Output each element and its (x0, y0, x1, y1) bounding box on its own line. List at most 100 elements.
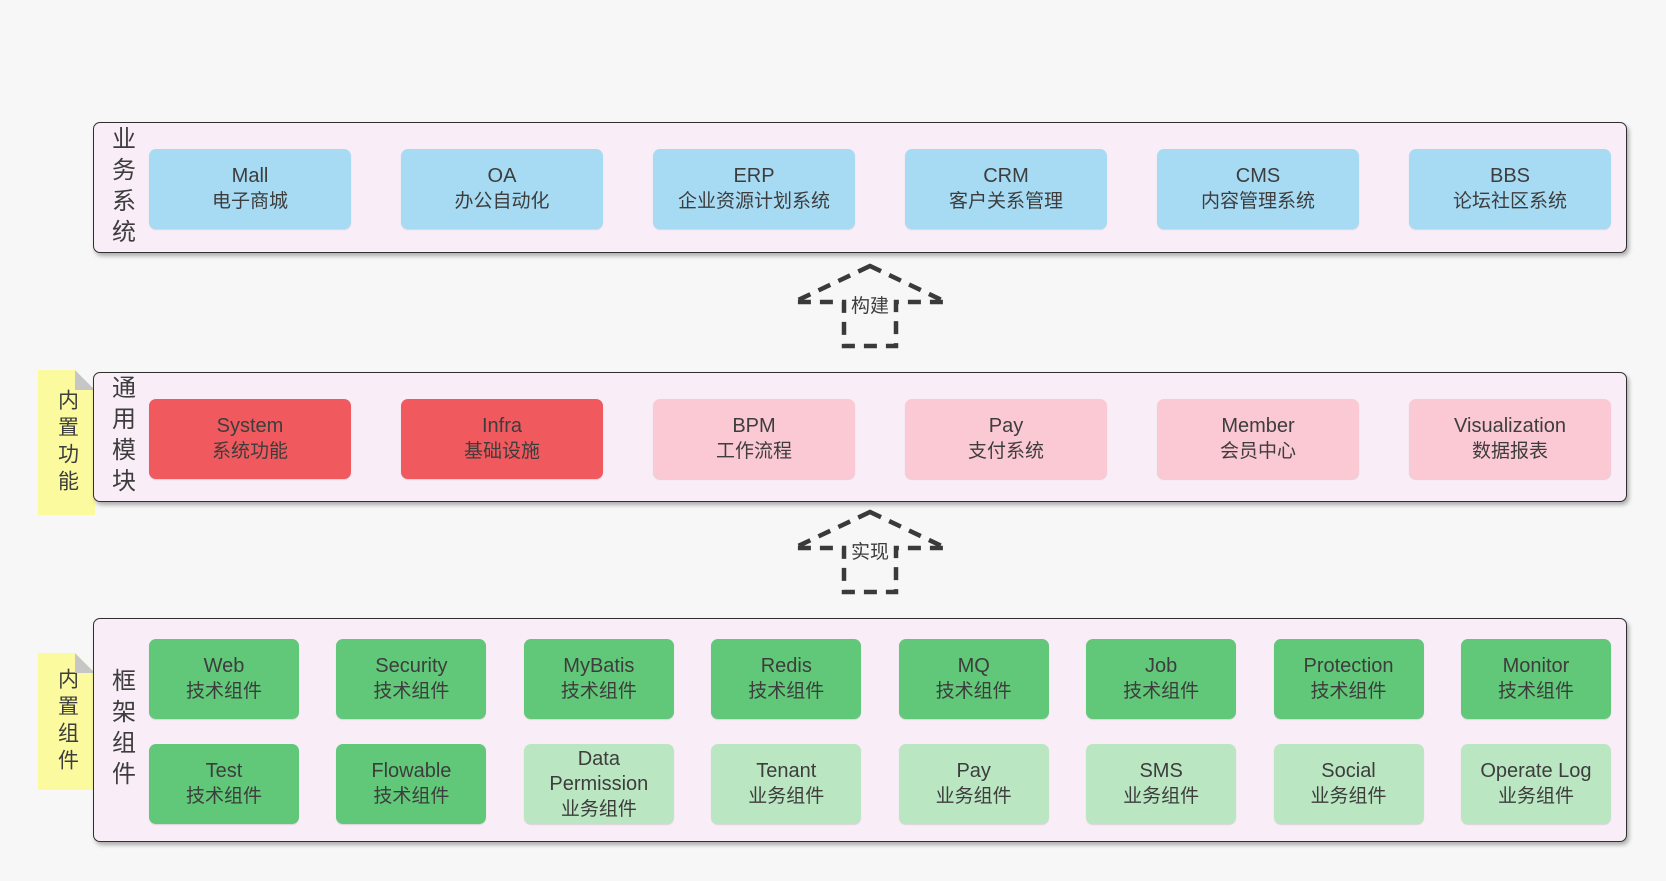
box-name: MyBatis (563, 655, 635, 677)
box-name: CMS (1235, 165, 1281, 187)
box-desc: 数据报表 (1471, 441, 1548, 462)
box-sms: SMS 业务组件 (1086, 744, 1237, 824)
sticky-fold-icon (75, 653, 95, 673)
box-desc: 论坛社区系统 (1452, 191, 1567, 212)
box-desc: 客户关系管理 (948, 191, 1063, 212)
box-desc: 办公自动化 (454, 191, 550, 212)
box-desc: 基础设施 (463, 441, 540, 462)
up-arrow-icon (793, 263, 947, 349)
box-desc: 电子商城 (211, 191, 288, 212)
box-desc: 业务组件 (560, 798, 637, 820)
box-name: BBS (1489, 165, 1531, 187)
box-name: Tenant (756, 760, 817, 782)
box-tenant: Tenant 业务组件 (711, 744, 862, 824)
box-name: Protection (1303, 655, 1394, 677)
box-bbs: BBS 论坛社区系统 (1409, 149, 1611, 229)
box-monitor: Monitor 技术组件 (1460, 639, 1611, 719)
box-cms: CMS 内容管理系统 (1157, 149, 1359, 229)
box-desc: 技术组件 (1310, 681, 1387, 702)
box-desc: 技术组件 (748, 681, 825, 702)
box-name: Social (1321, 760, 1376, 782)
arrow-implement: 实现 (782, 508, 958, 596)
box-name: System (216, 415, 284, 437)
box-desc: 技术组件 (373, 681, 450, 702)
up-arrow-icon (793, 509, 947, 595)
box-security: Security 技术组件 (336, 639, 487, 719)
box-bpm: BPM 工作流程 (653, 399, 855, 479)
panel-side-label: 通用模块 (107, 375, 135, 499)
box-name: Web (203, 655, 245, 677)
box-name: Visualization (1454, 415, 1566, 437)
box-erp: ERP 企业资源计划系统 (653, 149, 855, 229)
box-desc: 系统功能 (211, 441, 288, 462)
sticky-note-label: 内置功能 (55, 388, 79, 497)
box-desc: 业务组件 (748, 786, 825, 807)
box-social: Social 业务组件 (1273, 744, 1424, 824)
box-job: Job 技术组件 (1086, 639, 1237, 719)
box-name: CRM (983, 165, 1029, 187)
box-flowable: Flowable 技术组件 (336, 744, 487, 824)
arrow-build-label: 构建 (846, 290, 894, 319)
box-name: Monitor (1502, 655, 1570, 677)
box-name: BPM (732, 415, 776, 437)
box-name: OA (487, 165, 517, 187)
arrow-implement-label: 实现 (846, 536, 894, 565)
box-pay: Pay 业务组件 (898, 744, 1049, 824)
box-infra: Infra 基础设施 (401, 399, 603, 479)
sticky-note-label: 内置组件 (55, 667, 79, 776)
box-data-permission: Data Permission 业务组件 (523, 744, 674, 824)
panel-side-label: 框架组件 (107, 668, 135, 792)
box-name: Flowable (371, 760, 452, 782)
box-desc: 技术组件 (185, 681, 262, 702)
box-name: Member (1221, 415, 1295, 437)
sticky-note-builtin-components: 内置组件 (38, 653, 95, 790)
box-desc: 内容管理系统 (1200, 191, 1315, 212)
box-name: Redis (760, 655, 812, 677)
box-web: Web 技术组件 (149, 639, 299, 719)
box-desc: 技术组件 (560, 681, 637, 702)
box-desc: 业务组件 (1310, 786, 1387, 807)
box-name: Test (205, 760, 243, 782)
box-name: ERP (733, 165, 775, 187)
box-operate-log: Operate Log 业务组件 (1460, 744, 1611, 824)
box-name: Pay (956, 760, 991, 782)
panel-row: Mall 电子商城 OA 办公自动化 ERP 企业资源计划系统 CRM 客户关系管理 CMS 内容… (149, 149, 1611, 229)
box-name: Security (375, 655, 448, 677)
box-name: SMS (1139, 760, 1183, 782)
arrow-build: 构建 (782, 262, 958, 350)
box-desc: 业务组件 (935, 786, 1012, 807)
box-mybatis: MyBatis 技术组件 (523, 639, 674, 719)
box-desc: 技术组件 (373, 786, 450, 807)
box-name: MQ (957, 655, 990, 677)
box-oa: OA 办公自动化 (401, 149, 603, 229)
box-crm: CRM 客户关系管理 (905, 149, 1107, 229)
box-mq: MQ 技术组件 (898, 639, 1049, 719)
box-desc: 工作流程 (715, 441, 792, 462)
box-name: Pay (988, 415, 1024, 437)
box-name: Mall (231, 165, 269, 187)
box-name: Infra (481, 415, 523, 437)
box-name: Job (1144, 655, 1178, 677)
box-redis: Redis 技术组件 (711, 639, 862, 719)
box-desc: 企业资源计划系统 (677, 191, 830, 212)
box-desc: 业务组件 (1123, 786, 1200, 807)
sticky-note-builtin-features: 内置功能 (38, 370, 95, 515)
box-desc: 技术组件 (935, 681, 1012, 702)
box-protection: Protection 技术组件 (1273, 639, 1424, 719)
box-desc: 技术组件 (1497, 681, 1574, 702)
box-name: Data Permission (549, 747, 649, 795)
box-desc: 业务组件 (1497, 786, 1574, 807)
box-name: Operate Log (1480, 760, 1592, 782)
box-visualization: Visualization 数据报表 (1409, 399, 1611, 479)
box-mall: Mall 电子商城 (149, 149, 351, 229)
box-desc: 技术组件 (1123, 681, 1200, 702)
